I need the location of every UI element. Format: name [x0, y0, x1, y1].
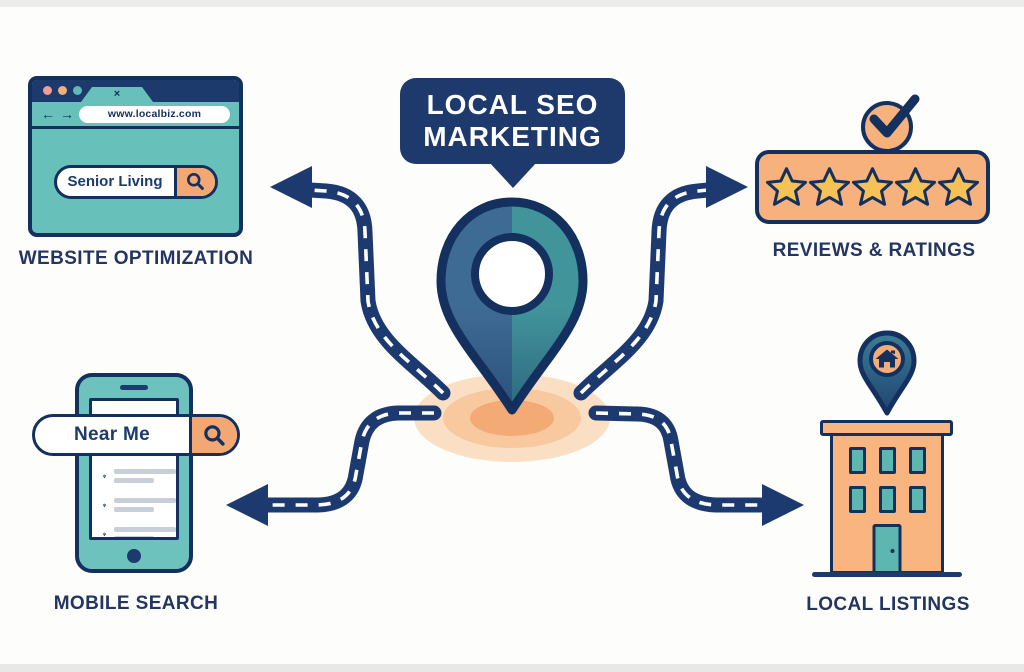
door-knob [890, 549, 895, 553]
local-listings-label: LOCAL LISTINGS [806, 594, 970, 615]
window-dot-teal [73, 86, 82, 95]
location-pin-icon [436, 197, 588, 415]
phone-home-button [127, 549, 141, 563]
building [830, 433, 944, 574]
home-icon [875, 349, 899, 368]
title-bubble: LOCAL SEO MARKETING [400, 78, 625, 188]
search-result-row [103, 525, 176, 537]
result-text-lines [114, 496, 176, 512]
smartphone [75, 373, 193, 573]
arrow-path-top-right [573, 182, 716, 401]
bubble-tail [488, 162, 537, 188]
forward-arrow-icon: → [60, 106, 74, 122]
window-pane [878, 486, 896, 513]
window-pane [878, 447, 896, 474]
result-text-lines [114, 525, 176, 537]
phone-speaker [120, 385, 148, 390]
top-edge-band [0, 0, 1024, 7]
check-icon [869, 94, 920, 138]
pin-ripple-rings [414, 374, 610, 462]
ground-line [812, 572, 962, 577]
building-door [872, 524, 902, 571]
window-dot-orange [58, 86, 67, 95]
star-icon [937, 166, 980, 206]
search-result-list [92, 467, 176, 537]
website-optimization-label: WEBSITE OPTIMIZATION [18, 248, 254, 269]
title-line-1: LOCAL SEO [426, 89, 599, 121]
arrow-path-top-left [302, 182, 451, 401]
close-icon: × [113, 88, 121, 100]
back-arrow-icon: ← [41, 106, 55, 122]
browser-toolbar: ← → www.localbiz.com [32, 102, 239, 129]
mobile-search-value: Near Me [73, 424, 151, 445]
reviews-ratings-label: REVIEWS & RATINGS [772, 240, 976, 261]
browser-content: Senior Living [32, 129, 239, 233]
arrowhead-bottom-left [226, 484, 268, 526]
star-icon [851, 166, 894, 206]
verified-badge-circle [861, 101, 913, 153]
mobile-search-button [189, 417, 237, 453]
arrowhead-top-left [270, 166, 312, 208]
window-dot-pink [43, 86, 52, 95]
website-search-box: Senior Living [53, 164, 218, 199]
search-icon [204, 424, 225, 446]
website-search-button [173, 167, 215, 196]
bottom-edge-band [0, 664, 1024, 672]
arrow-path-bottom-right [588, 405, 768, 513]
mobile-search-label: MOBILE SEARCH [53, 593, 219, 614]
arrowhead-bottom-right [762, 484, 804, 526]
search-result-row [103, 467, 176, 486]
star-icon [765, 166, 808, 206]
map-pin-icon [103, 474, 106, 479]
search-result-row [103, 496, 176, 515]
star-icon [894, 166, 937, 206]
website-search-value: Senior Living [67, 173, 163, 190]
map-pin-icon [103, 532, 106, 537]
window-pane [908, 447, 926, 474]
building-windows [833, 447, 941, 513]
browser-window: × ← → www.localbiz.com Senior Living [28, 76, 243, 237]
star-rating-bar [755, 150, 990, 224]
map-pin-icon [103, 503, 106, 508]
arrowhead-top-right [706, 166, 748, 208]
home-pin-icon [857, 330, 917, 416]
arrow-path-bottom-left [256, 405, 442, 513]
window-pane [848, 447, 866, 474]
result-text-lines [114, 467, 176, 483]
search-icon [187, 173, 204, 190]
star-icon [808, 166, 851, 206]
browser-titlebar: × [32, 80, 239, 102]
browser-tab: × [81, 87, 153, 102]
address-bar: www.localbiz.com [79, 105, 230, 123]
title-line-2: MARKETING [423, 121, 602, 152]
window-pane [908, 486, 926, 513]
mobile-search-box: Near Me [32, 414, 240, 456]
window-pane [848, 486, 866, 513]
